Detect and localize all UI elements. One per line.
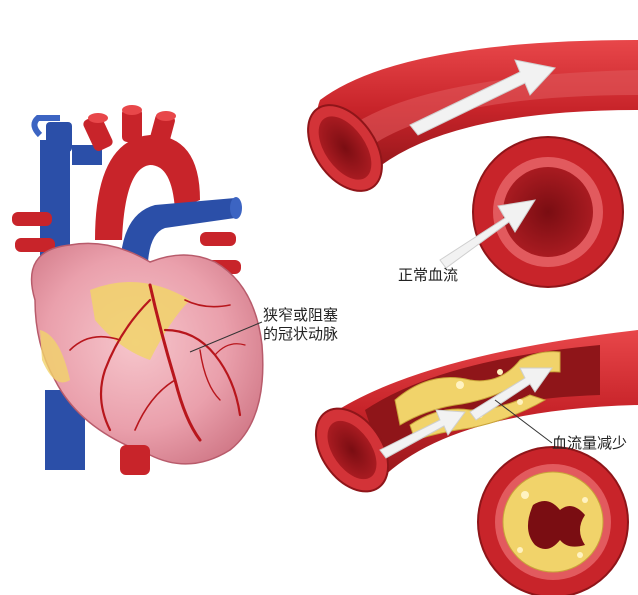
- heart: [12, 105, 263, 475]
- narrowed-artery-label: 狭窄或阻塞 的冠状动脉: [263, 306, 338, 344]
- descending-vessel: [120, 445, 150, 475]
- narrowed-artery-label-line2: 的冠状动脉: [263, 325, 338, 344]
- narrowed-artery-label-line1: 狭窄或阻塞: [263, 306, 338, 325]
- normal-cross-section: [440, 137, 623, 287]
- narrowed-cross-section: [478, 447, 628, 595]
- normal-flow-label: 正常血流: [398, 266, 458, 285]
- reduced-flow-label: 血流量减少: [552, 434, 627, 453]
